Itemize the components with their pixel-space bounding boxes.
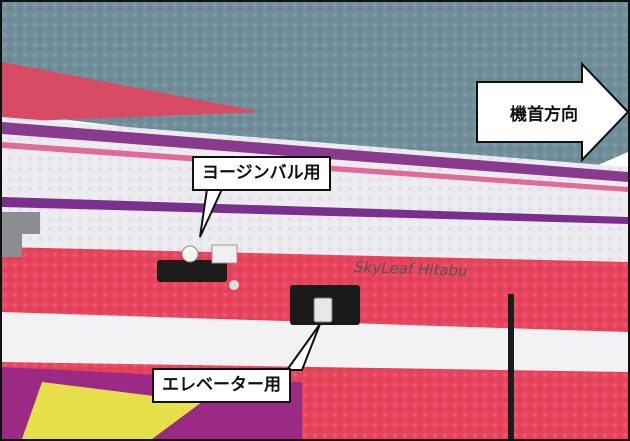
yaw-servo-cutout xyxy=(157,260,227,282)
yaw-gimbal-callout: ヨージンバル用 xyxy=(192,156,331,191)
nose-direction-arrow xyxy=(476,61,628,163)
nose-direction-label: 機首方向 xyxy=(510,105,578,125)
fuselage-text: SkyLeaf Hitabu xyxy=(354,258,468,280)
gray-fin xyxy=(2,212,40,257)
yellow-decal xyxy=(22,382,202,439)
pushrod xyxy=(508,294,514,439)
elevator-callout: エレベーター用 xyxy=(152,368,291,403)
purple-stripe xyxy=(2,122,628,182)
elevator-callout-pointer xyxy=(285,323,321,371)
red-strip-upper xyxy=(2,62,262,122)
